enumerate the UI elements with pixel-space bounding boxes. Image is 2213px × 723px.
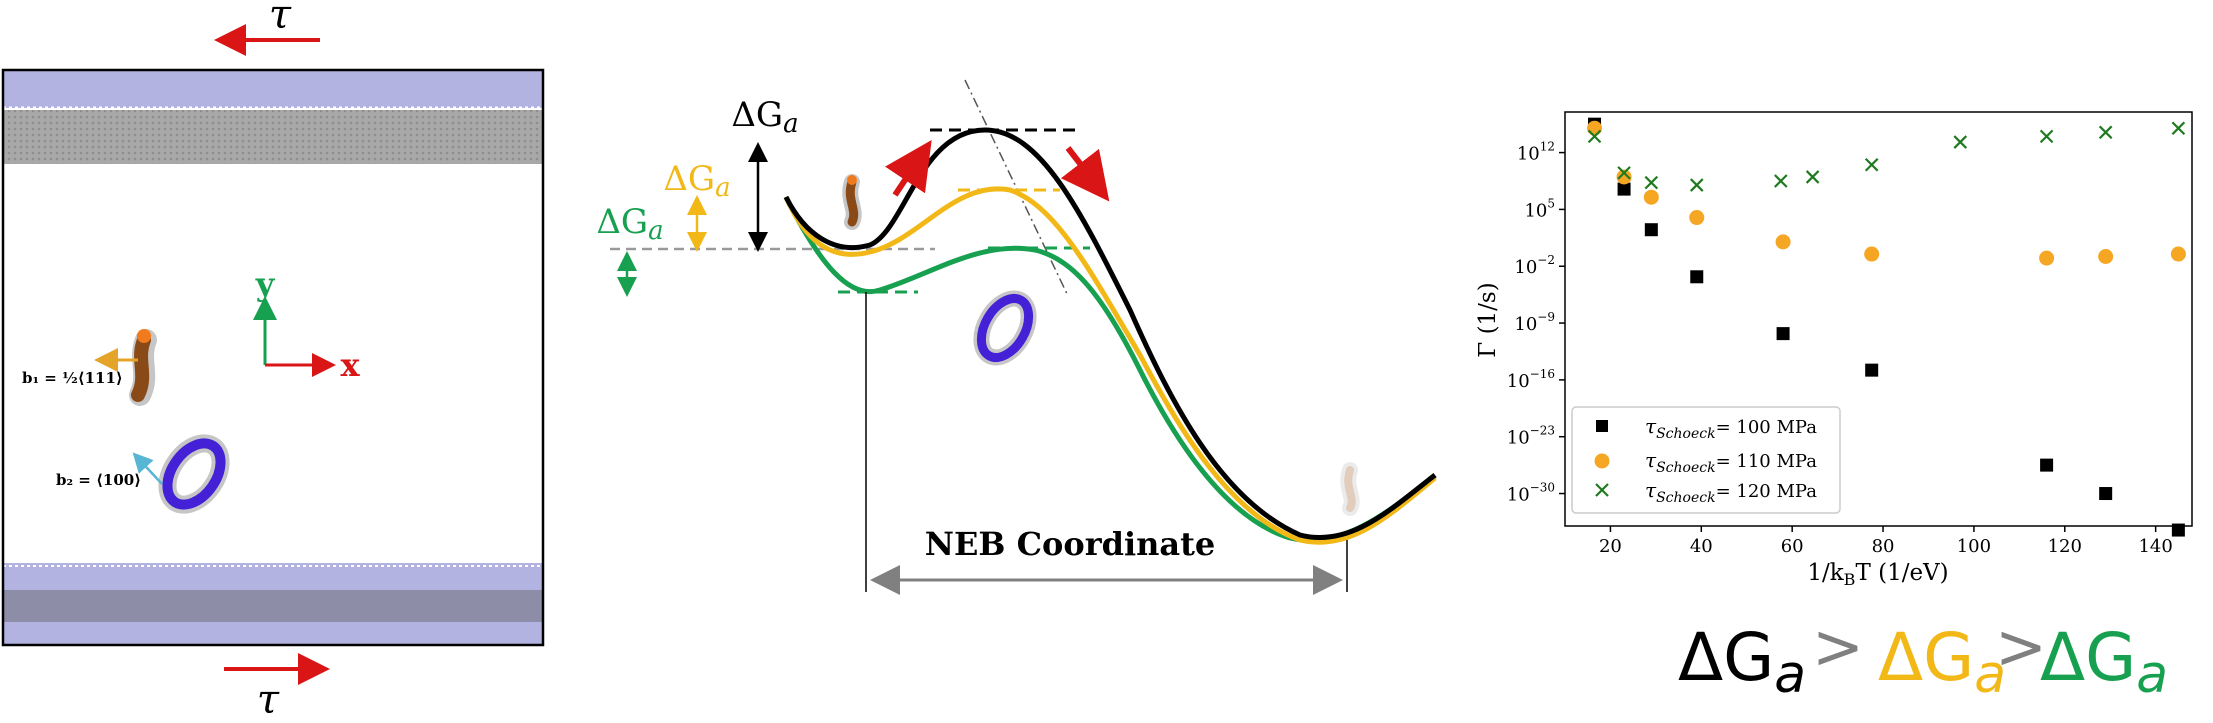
x-tick-label: 140 bbox=[2138, 536, 2172, 557]
y-tick-label: 10−16 bbox=[1507, 367, 1555, 392]
legend-marker-120 bbox=[1595, 483, 1609, 497]
x-tick-label: 60 bbox=[1781, 536, 1804, 557]
y-tick-label: 10−2 bbox=[1514, 253, 1555, 278]
x-tick-label: 40 bbox=[1690, 536, 1713, 557]
dislocation-line-icon bbox=[842, 174, 862, 230]
data-point-120mpa bbox=[1864, 157, 1879, 172]
x-tick-label: 80 bbox=[1872, 536, 1895, 557]
data-point-120mpa bbox=[1774, 174, 1788, 188]
chart-ticks: 20 40 60 80 100 120 140 1012 105 10−2 10−9 10−16 10−… bbox=[1507, 140, 2173, 557]
dislocation-loop-b2 bbox=[158, 434, 230, 514]
y-tick-label: 105 bbox=[1524, 196, 1555, 221]
data-point-120mpa bbox=[1617, 166, 1631, 180]
transition-dashdot-line bbox=[964, 79, 1069, 297]
b2-label: b₂ = ⟨100⟩ bbox=[56, 471, 141, 489]
data-point-120mpa bbox=[1587, 129, 1602, 144]
box-outline bbox=[1, 68, 545, 647]
data-point-100mpa bbox=[2099, 487, 2113, 501]
data-point-120mpa bbox=[2171, 121, 2186, 136]
data-point-120mpa bbox=[1689, 178, 1704, 192]
x-axis-label: x bbox=[340, 346, 360, 384]
data-point-110mpa bbox=[1775, 234, 1791, 250]
legend-box bbox=[1571, 406, 1841, 514]
data-point-100mpa bbox=[1776, 327, 1790, 341]
simulation-box-panel: τ τ y x b₁ = ½⟨111⟩ b₂ = ⟨100⟩ bbox=[1, 0, 545, 723]
box-bottom-band-dark bbox=[3, 590, 543, 622]
legend-label-100: τSchoeck= 100 MPa bbox=[1645, 414, 1817, 442]
data-point-120mpa bbox=[1953, 135, 1968, 149]
energy-landscape-panel: ΔGa ΔGa ΔGa NEB Coordinate bbox=[596, 79, 1437, 595]
dislocation-loop-icon bbox=[973, 290, 1037, 366]
chart-plot-frame bbox=[1564, 111, 2193, 527]
data-point-110mpa bbox=[1587, 120, 1603, 136]
chart-x-axis-label: 1/kBT (1/eV) bbox=[1807, 560, 1948, 589]
box-top-band-grey bbox=[3, 110, 543, 164]
tau-bottom-label: τ bbox=[257, 677, 280, 723]
yellow-energy-curve bbox=[783, 186, 1437, 545]
data-point-110mpa bbox=[1616, 169, 1632, 185]
chart-y-axis-label: Γ (1/s) bbox=[1475, 282, 1501, 357]
faded-dislocation-icon bbox=[1340, 462, 1360, 516]
inequality-term-3: ΔGa bbox=[2040, 619, 2168, 705]
inequality-expression: ΔGa > ΔGa > ΔGa bbox=[1678, 610, 2168, 705]
data-point-120mpa bbox=[2098, 125, 2113, 140]
inequality-op-1: > bbox=[1812, 610, 1864, 683]
legend-marker-110 bbox=[1594, 453, 1610, 469]
dGa-green-label: ΔGa bbox=[596, 202, 663, 246]
data-point-100mpa bbox=[2171, 523, 2185, 537]
y-tick-label: 1012 bbox=[1517, 140, 1555, 165]
data-point-110mpa bbox=[1864, 246, 1880, 262]
chart-marks bbox=[1587, 117, 2186, 537]
data-point-100mpa bbox=[2040, 458, 2054, 472]
x-tick-label: 120 bbox=[2048, 536, 2082, 557]
x-tick-label: 100 bbox=[1957, 536, 1991, 557]
data-point-100mpa bbox=[1865, 363, 1879, 377]
data-point-120mpa bbox=[1644, 175, 1659, 190]
inequality-term-2: ΔGa bbox=[1878, 619, 2006, 705]
data-point-100mpa bbox=[1617, 182, 1631, 196]
data-point-120mpa bbox=[1805, 170, 1820, 184]
data-point-120mpa bbox=[2039, 129, 2054, 144]
neb-coordinate-label: NEB Coordinate bbox=[925, 525, 1216, 563]
box-top-band-lavender bbox=[3, 70, 543, 108]
dGa-yellow-label: ΔGa bbox=[663, 159, 730, 203]
dGa-black-label: ΔGa bbox=[731, 95, 798, 139]
x-tick-label: 20 bbox=[1599, 536, 1622, 557]
data-point-110mpa bbox=[2098, 248, 2114, 264]
black-energy-curve bbox=[783, 127, 1437, 541]
legend-label-110: τSchoeck= 110 MPa bbox=[1645, 448, 1817, 476]
data-point-110mpa bbox=[2039, 250, 2055, 266]
chart-legend: τSchoeck= 100 MPa τSchoeck= 110 MPa τSch… bbox=[1571, 406, 1841, 514]
b2-arrow bbox=[132, 452, 163, 485]
data-point-110mpa bbox=[2170, 246, 2186, 262]
y-tick-label: 10−9 bbox=[1514, 310, 1555, 335]
data-point-110mpa bbox=[1643, 189, 1659, 205]
rate-chart: 20 40 60 80 100 120 140 1012 105 10−2 10−9 10−16 10−… bbox=[1475, 111, 2193, 589]
tau-top-label: τ bbox=[269, 0, 292, 38]
data-point-100mpa bbox=[1690, 270, 1704, 284]
descend-arrow bbox=[1060, 146, 1110, 202]
legend-marker-100 bbox=[1596, 420, 1608, 432]
legend-label-120: τSchoeck= 120 MPa bbox=[1645, 478, 1817, 506]
data-point-100mpa bbox=[1644, 223, 1658, 237]
climb-arrow bbox=[885, 140, 932, 197]
b1-label: b₁ = ½⟨111⟩ bbox=[22, 369, 123, 387]
y-tick-label: 10−23 bbox=[1507, 424, 1555, 449]
inequality-op-2: > bbox=[1995, 610, 2047, 683]
inequality-term-1: ΔGa bbox=[1678, 619, 1806, 705]
y-axis-label: y bbox=[255, 265, 276, 303]
y-tick-label: 10−30 bbox=[1507, 481, 1555, 506]
data-point-110mpa bbox=[1689, 210, 1705, 226]
dislocation-line-b1 bbox=[129, 329, 157, 406]
